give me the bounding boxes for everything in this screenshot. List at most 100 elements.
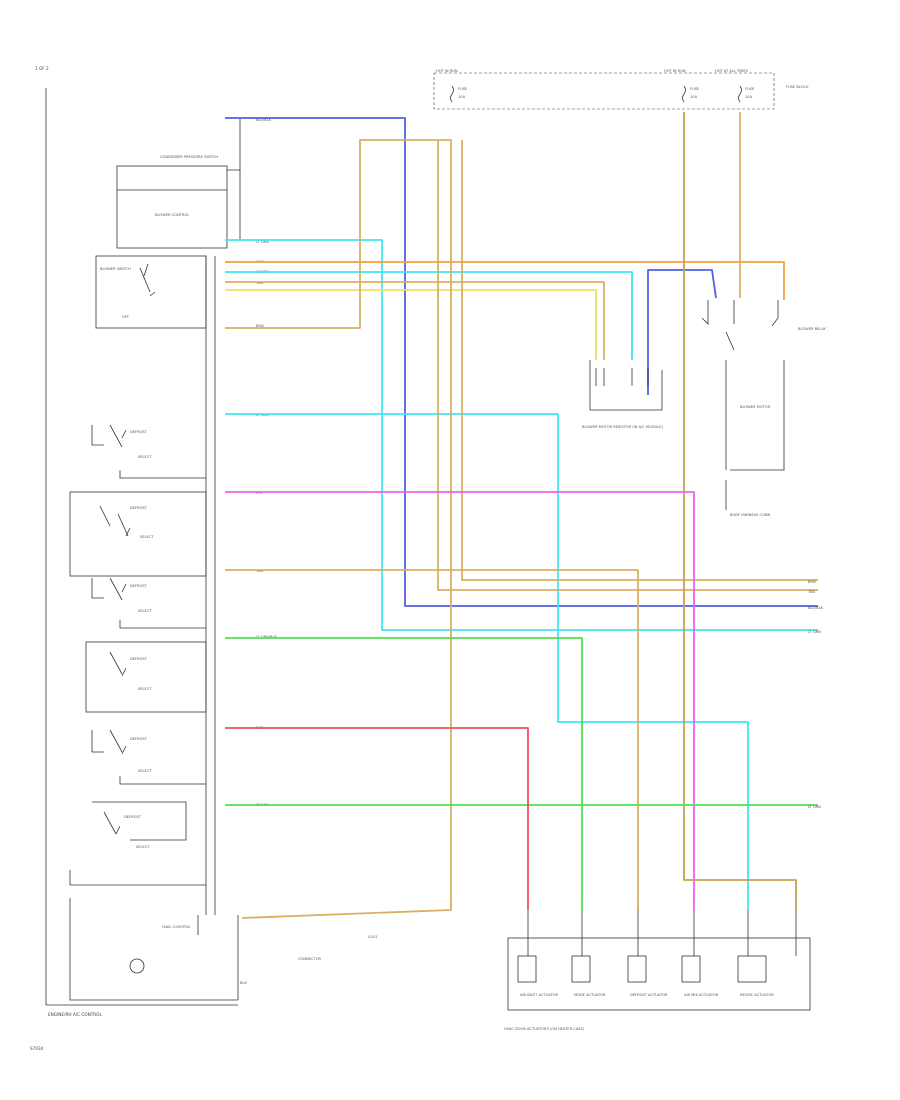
- switch-2-name: DEFROST: [130, 506, 148, 510]
- switch-3-state: SELECT: [138, 609, 152, 613]
- actuator-4-label: AIR MIX ACTUATOR: [684, 993, 719, 997]
- actuator-2: MODE ACTUATOR: [571, 955, 606, 997]
- wires: [225, 112, 818, 919]
- exit-label-5: LT GRN: [808, 805, 821, 809]
- wire-code-2: LT GRN: [256, 240, 269, 244]
- exit-label-2: TAN: [807, 590, 815, 594]
- wire-code-9: TAN: [255, 569, 263, 573]
- fuse-c-label: FUSE: [745, 87, 755, 91]
- wire-red: [225, 727, 529, 910]
- switch-6-state: SELECT: [136, 845, 150, 849]
- blower-switch-tag: OFF: [122, 315, 129, 319]
- actuator-3-label: DEFROST ACTUATOR: [630, 993, 668, 997]
- wire-code-7: LT GRN: [256, 413, 269, 417]
- wire-tan-4: [461, 140, 818, 581]
- wire-code-6: BRN: [256, 324, 264, 328]
- blower-relay: BLOWER RELAY BLOWER MOTOR BODY HARNESS C…: [701, 300, 827, 517]
- fuse-b-amp: 10A: [690, 95, 698, 99]
- lh-control-module: CONDENSER PRESSURE SWITCH BLOWER CONTROL: [116, 118, 241, 249]
- switch-group-6: DEFROST SELECT: [69, 801, 206, 886]
- wire-code-10: LT GRN/BLK: [256, 635, 277, 639]
- fuse-a-amp: 10A: [458, 95, 466, 99]
- hvac-control-module: HVAC CONTROL CONNECTOR G101 BLK: [69, 898, 378, 1001]
- fuse-label-right: HOT AT ALL TIMES: [715, 69, 749, 73]
- wire-tan-5: [225, 569, 639, 910]
- actuator-block: HVAC DOOR ACTUATORS (ON HEATER CASE) AIR…: [504, 910, 811, 1031]
- wire-code-5: TAN: [255, 281, 263, 285]
- switch-1-name: DEFROST: [130, 430, 148, 434]
- wire-blue-relay: [647, 269, 717, 395]
- fuse-label-mid: HOT IN RUN: [664, 69, 686, 73]
- switch-group-2: DEFROST SELECT: [69, 491, 207, 577]
- switch-1-state: SELECT: [138, 455, 152, 459]
- actuator-5: RECIRC ACTUATOR: [737, 955, 774, 997]
- motor-icon: [129, 958, 145, 974]
- actuator-block-label: HVAC DOOR ACTUATORS (ON HEATER CASE): [504, 1027, 585, 1031]
- blower-control-label: BLOWER CONTROL: [155, 213, 189, 217]
- resistor-label: BLOWER MOTOR RESISTOR (IN A/C MODULE): [582, 425, 663, 429]
- blower-switch: BLOWER SWITCH OFF: [95, 255, 207, 329]
- fuse-c-amp: 10A: [745, 95, 753, 99]
- switch-4-state: SELECT: [138, 687, 152, 691]
- blower-switch-label: BLOWER SWITCH: [100, 267, 131, 271]
- ground-frame: [45, 88, 238, 1006]
- control-module-label: HVAC CONTROL: [162, 925, 191, 929]
- actuator-1-label: AIR INLET ACTUATOR: [520, 993, 558, 997]
- fuse-a-symbol: [450, 85, 454, 103]
- wire-tan-3: [437, 140, 818, 591]
- switch-3-name: DEFROST: [130, 584, 148, 588]
- wire-yellow-1: [225, 289, 597, 360]
- condenser-switch-label: CONDENSER PRESSURE SWITCH: [160, 155, 218, 159]
- exit-label-3: BLU/BLK: [808, 606, 824, 610]
- wire-brown: [683, 112, 797, 910]
- actuator-1: AIR INLET ACTUATOR: [517, 955, 558, 997]
- switch-group-1: DEFROST SELECT: [91, 424, 206, 479]
- wire-cyan-2: [225, 271, 633, 360]
- fuse-c-symbol: [738, 85, 742, 103]
- exit-label-1: BRN: [808, 580, 816, 584]
- fuse-label-left: HOT IN RUN: [436, 69, 458, 73]
- exit-label-4: LT GRN: [808, 630, 821, 634]
- page-code: S7034: [30, 1046, 44, 1051]
- actuator-4: AIR MIX ACTUATOR: [681, 955, 719, 997]
- actuator-3: DEFROST ACTUATOR: [627, 955, 668, 997]
- junction-note: BODY HARNESS CONN: [730, 513, 770, 517]
- wire-code-1: BLU/BLK: [256, 118, 272, 122]
- wire-tan-1: [225, 281, 605, 360]
- wire-blue: [225, 117, 818, 607]
- switch-group-3: DEFROST SELECT: [91, 577, 206, 629]
- wire-green-1: [225, 637, 583, 910]
- wire-cyan-mid: [225, 413, 749, 910]
- actuator-5-label: RECIRC ACTUATOR: [740, 993, 774, 997]
- actuator-2-label: MODE ACTUATOR: [574, 993, 606, 997]
- switch-5-state: SELECT: [138, 769, 152, 773]
- fuse-b-label: FUSE: [690, 87, 700, 91]
- connector-note: CONNECTOR: [298, 957, 322, 961]
- fuse-block: HOT IN RUN HOT IN RUN HOT AT ALL TIMES F…: [433, 69, 809, 110]
- wire-cyan-top: [225, 239, 818, 631]
- switch-group-5: DEFROST SELECT: [91, 729, 206, 785]
- switch-5-name: DEFROST: [130, 737, 148, 741]
- blower-resistor: BLOWER MOTOR RESISTOR (IN A/C MODULE): [582, 360, 663, 429]
- ground-label: ENGINE/RH A/C CONTROL: [48, 1012, 102, 1017]
- blower-relay-label: BLOWER RELAY: [798, 327, 827, 331]
- hvac-connector-code: BLK: [240, 981, 247, 985]
- switch-2-state: SELECT: [140, 535, 154, 539]
- switch-4-name: DEFROST: [130, 657, 148, 661]
- fuse-block-label: FUSE BLOCK: [786, 85, 809, 89]
- switch-6-name: DEFROST: [124, 815, 142, 819]
- switch-contact-icon: [139, 263, 156, 297]
- wire-orange: [225, 261, 785, 300]
- wire-tan-2: [225, 139, 452, 919]
- ground-note: G101: [368, 935, 378, 939]
- right-exit-labels: BRN TAN BLU/BLK LT GRN LT GRN: [807, 580, 824, 809]
- fuse-b-symbol: [682, 85, 686, 103]
- blower-motor-label: BLOWER MOTOR: [740, 405, 771, 409]
- switch-group-4: DEFROST SELECT: [85, 641, 207, 713]
- wire-code-labels: BLU/BLK LT GRN ORN LT GRN TAN BRN LT GRN…: [255, 118, 277, 807]
- wire-code-8: PPL: [256, 491, 262, 495]
- wire-magenta: [225, 491, 695, 910]
- fuse-a-label: FUSE: [458, 87, 468, 91]
- diagram-title: 1 OF 2: [35, 66, 49, 71]
